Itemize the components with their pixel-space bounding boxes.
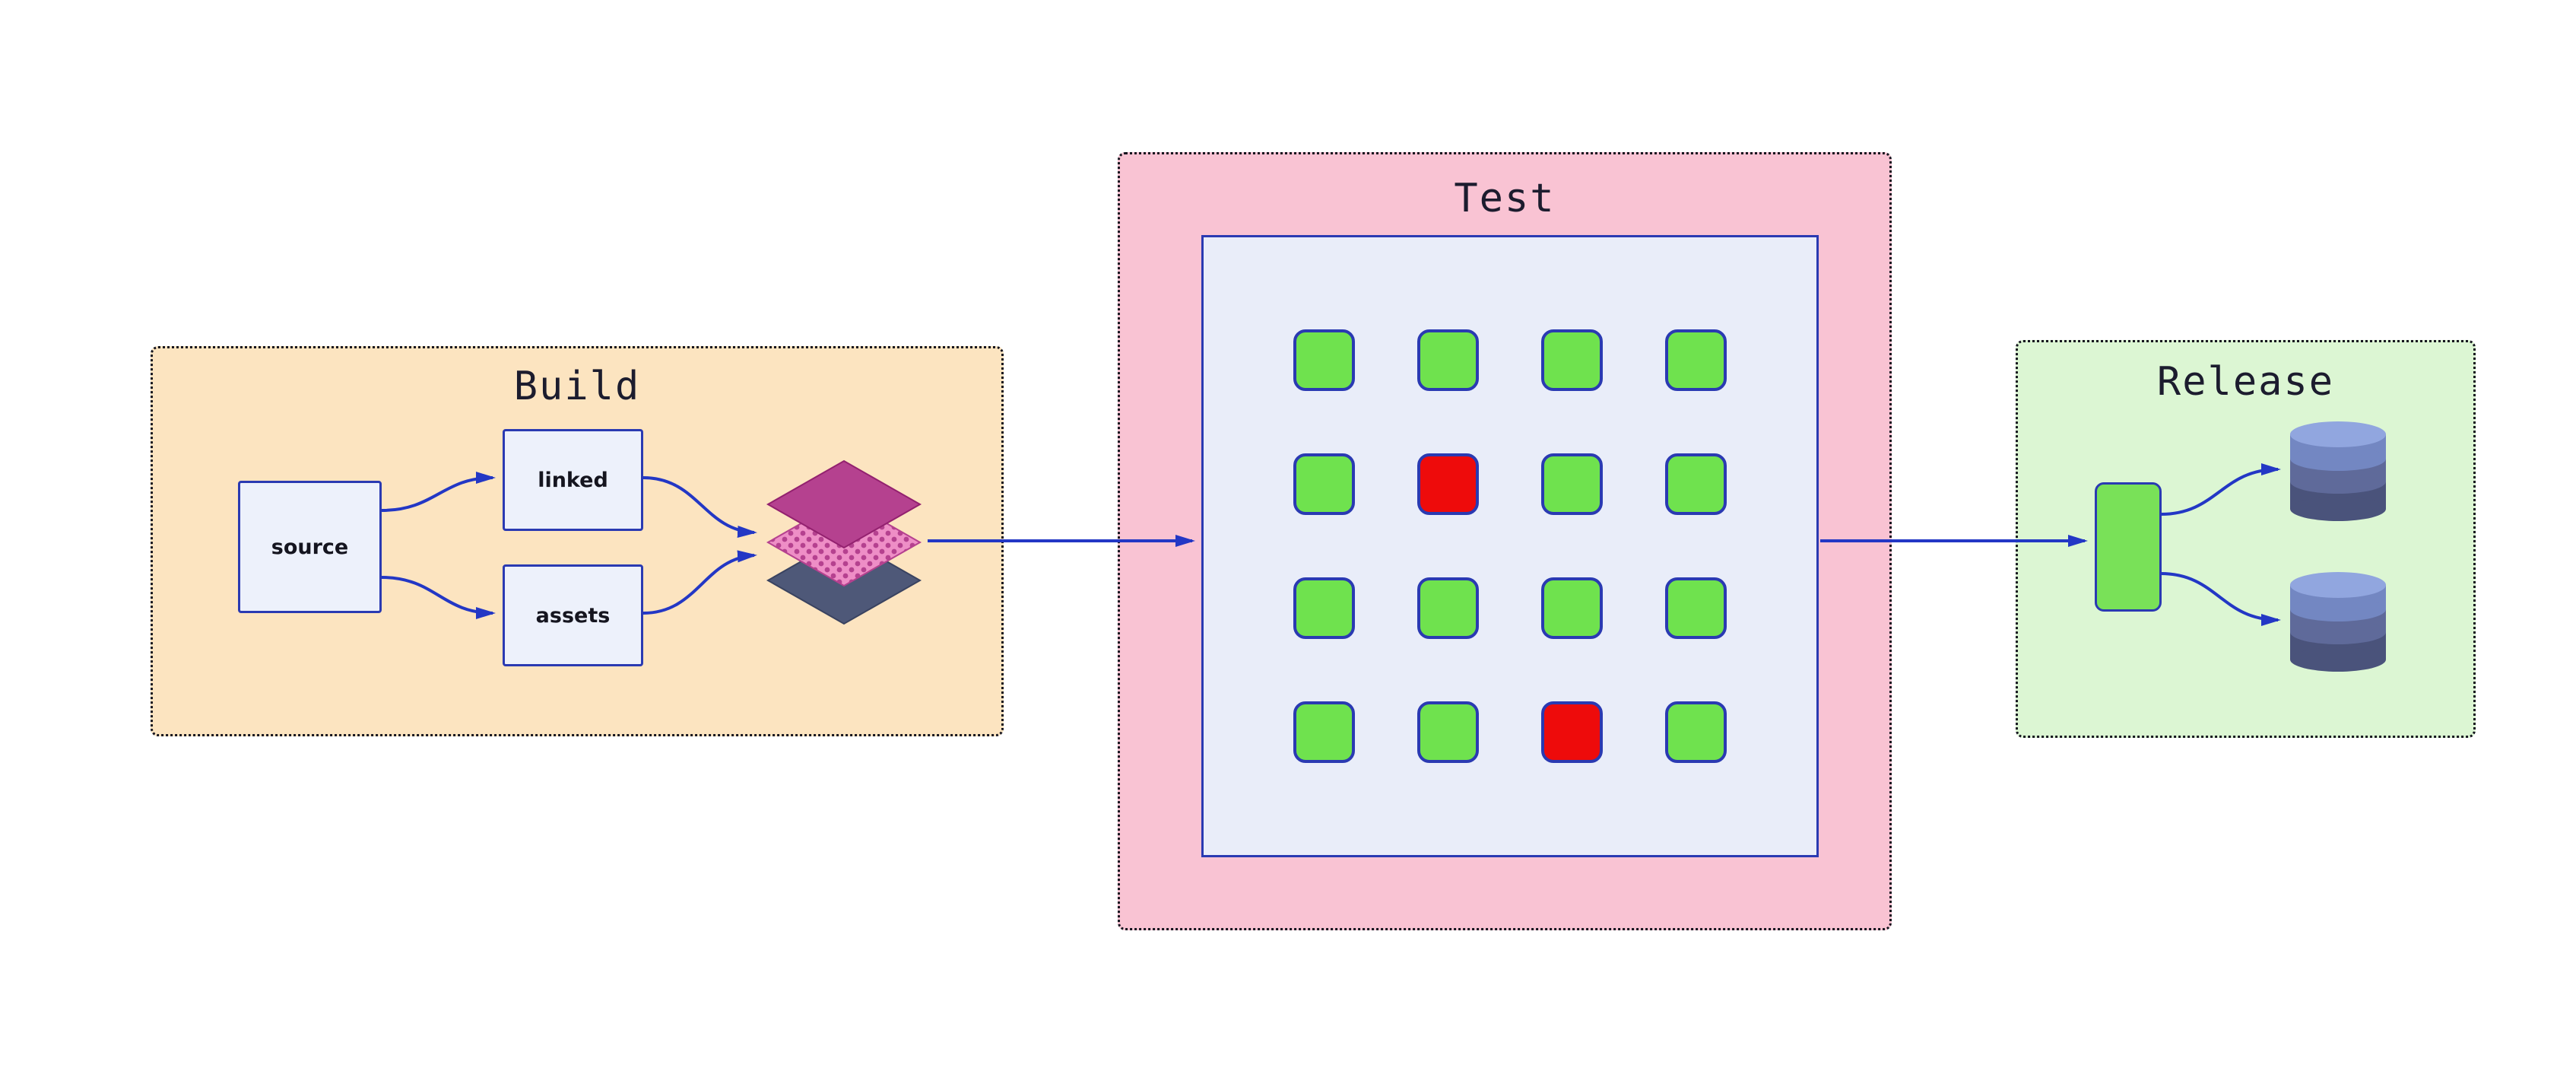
test-cell-r0-c1-pass [1417, 329, 1479, 391]
db-lid [2290, 572, 2386, 598]
database-icon-top [2290, 421, 2386, 521]
test-panel: Test [1118, 152, 1892, 930]
test-cell-r3-c2-fail [1541, 701, 1603, 763]
test-cell-r3-c1-pass [1417, 701, 1479, 763]
source-node: source [238, 481, 382, 613]
stack-layer-top [766, 459, 922, 549]
release-title: Release [2156, 359, 2335, 405]
db-lid [2290, 421, 2386, 447]
assets-node-label: assets [535, 603, 611, 628]
release-node-icon [2095, 482, 2162, 612]
linked-node-label: linked [538, 468, 608, 492]
test-cell-r0-c3-pass [1665, 329, 1727, 391]
layer-stack-icon [766, 459, 922, 625]
test-cell-r2-c0-pass [1293, 577, 1355, 639]
test-cell-r1-c2-pass [1541, 453, 1603, 515]
assets-node: assets [503, 564, 643, 666]
build-panel: Build source linked assets [151, 346, 1004, 736]
source-node-label: source [271, 535, 349, 559]
test-cell-r3-c0-pass [1293, 701, 1355, 763]
test-cell-r2-c1-pass [1417, 577, 1479, 639]
test-cell-r1-c1-fail [1417, 453, 1479, 515]
test-cell-r2-c3-pass [1665, 577, 1727, 639]
test-cell-r0-c2-pass [1541, 329, 1603, 391]
test-title: Test [1454, 176, 1556, 221]
test-cell-r1-c0-pass [1293, 453, 1355, 515]
release-panel: Release [2016, 340, 2476, 738]
test-cell-r3-c3-pass [1665, 701, 1727, 763]
build-title: Build [513, 364, 641, 409]
linked-node: linked [503, 429, 643, 531]
database-icon-bottom [2290, 572, 2386, 672]
test-cell-r2-c2-pass [1541, 577, 1603, 639]
test-cell-r1-c3-pass [1665, 453, 1727, 515]
test-grid [1201, 235, 1819, 857]
test-cell-r0-c0-pass [1293, 329, 1355, 391]
